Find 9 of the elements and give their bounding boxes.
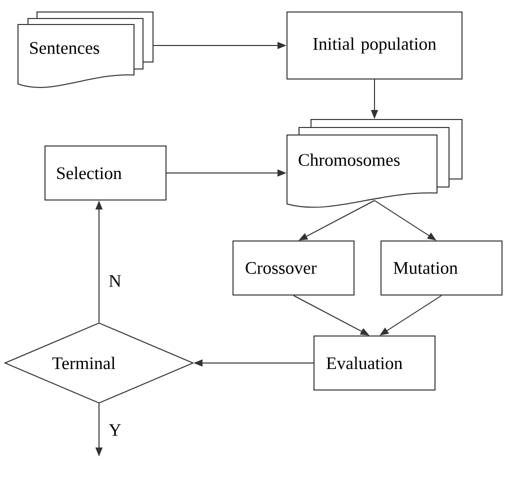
process-box: Selection xyxy=(44,146,166,200)
edge-label: Y xyxy=(108,423,122,437)
process-box: Evaluation xyxy=(314,336,436,390)
process-box: Crossover xyxy=(232,240,354,296)
document-stack: Chromosomes xyxy=(286,119,462,208)
process-box: Mutation xyxy=(380,240,502,296)
document-stack: Sentences xyxy=(18,12,154,88)
edge-label: N xyxy=(108,274,122,288)
process-box: Initial population xyxy=(286,12,462,80)
